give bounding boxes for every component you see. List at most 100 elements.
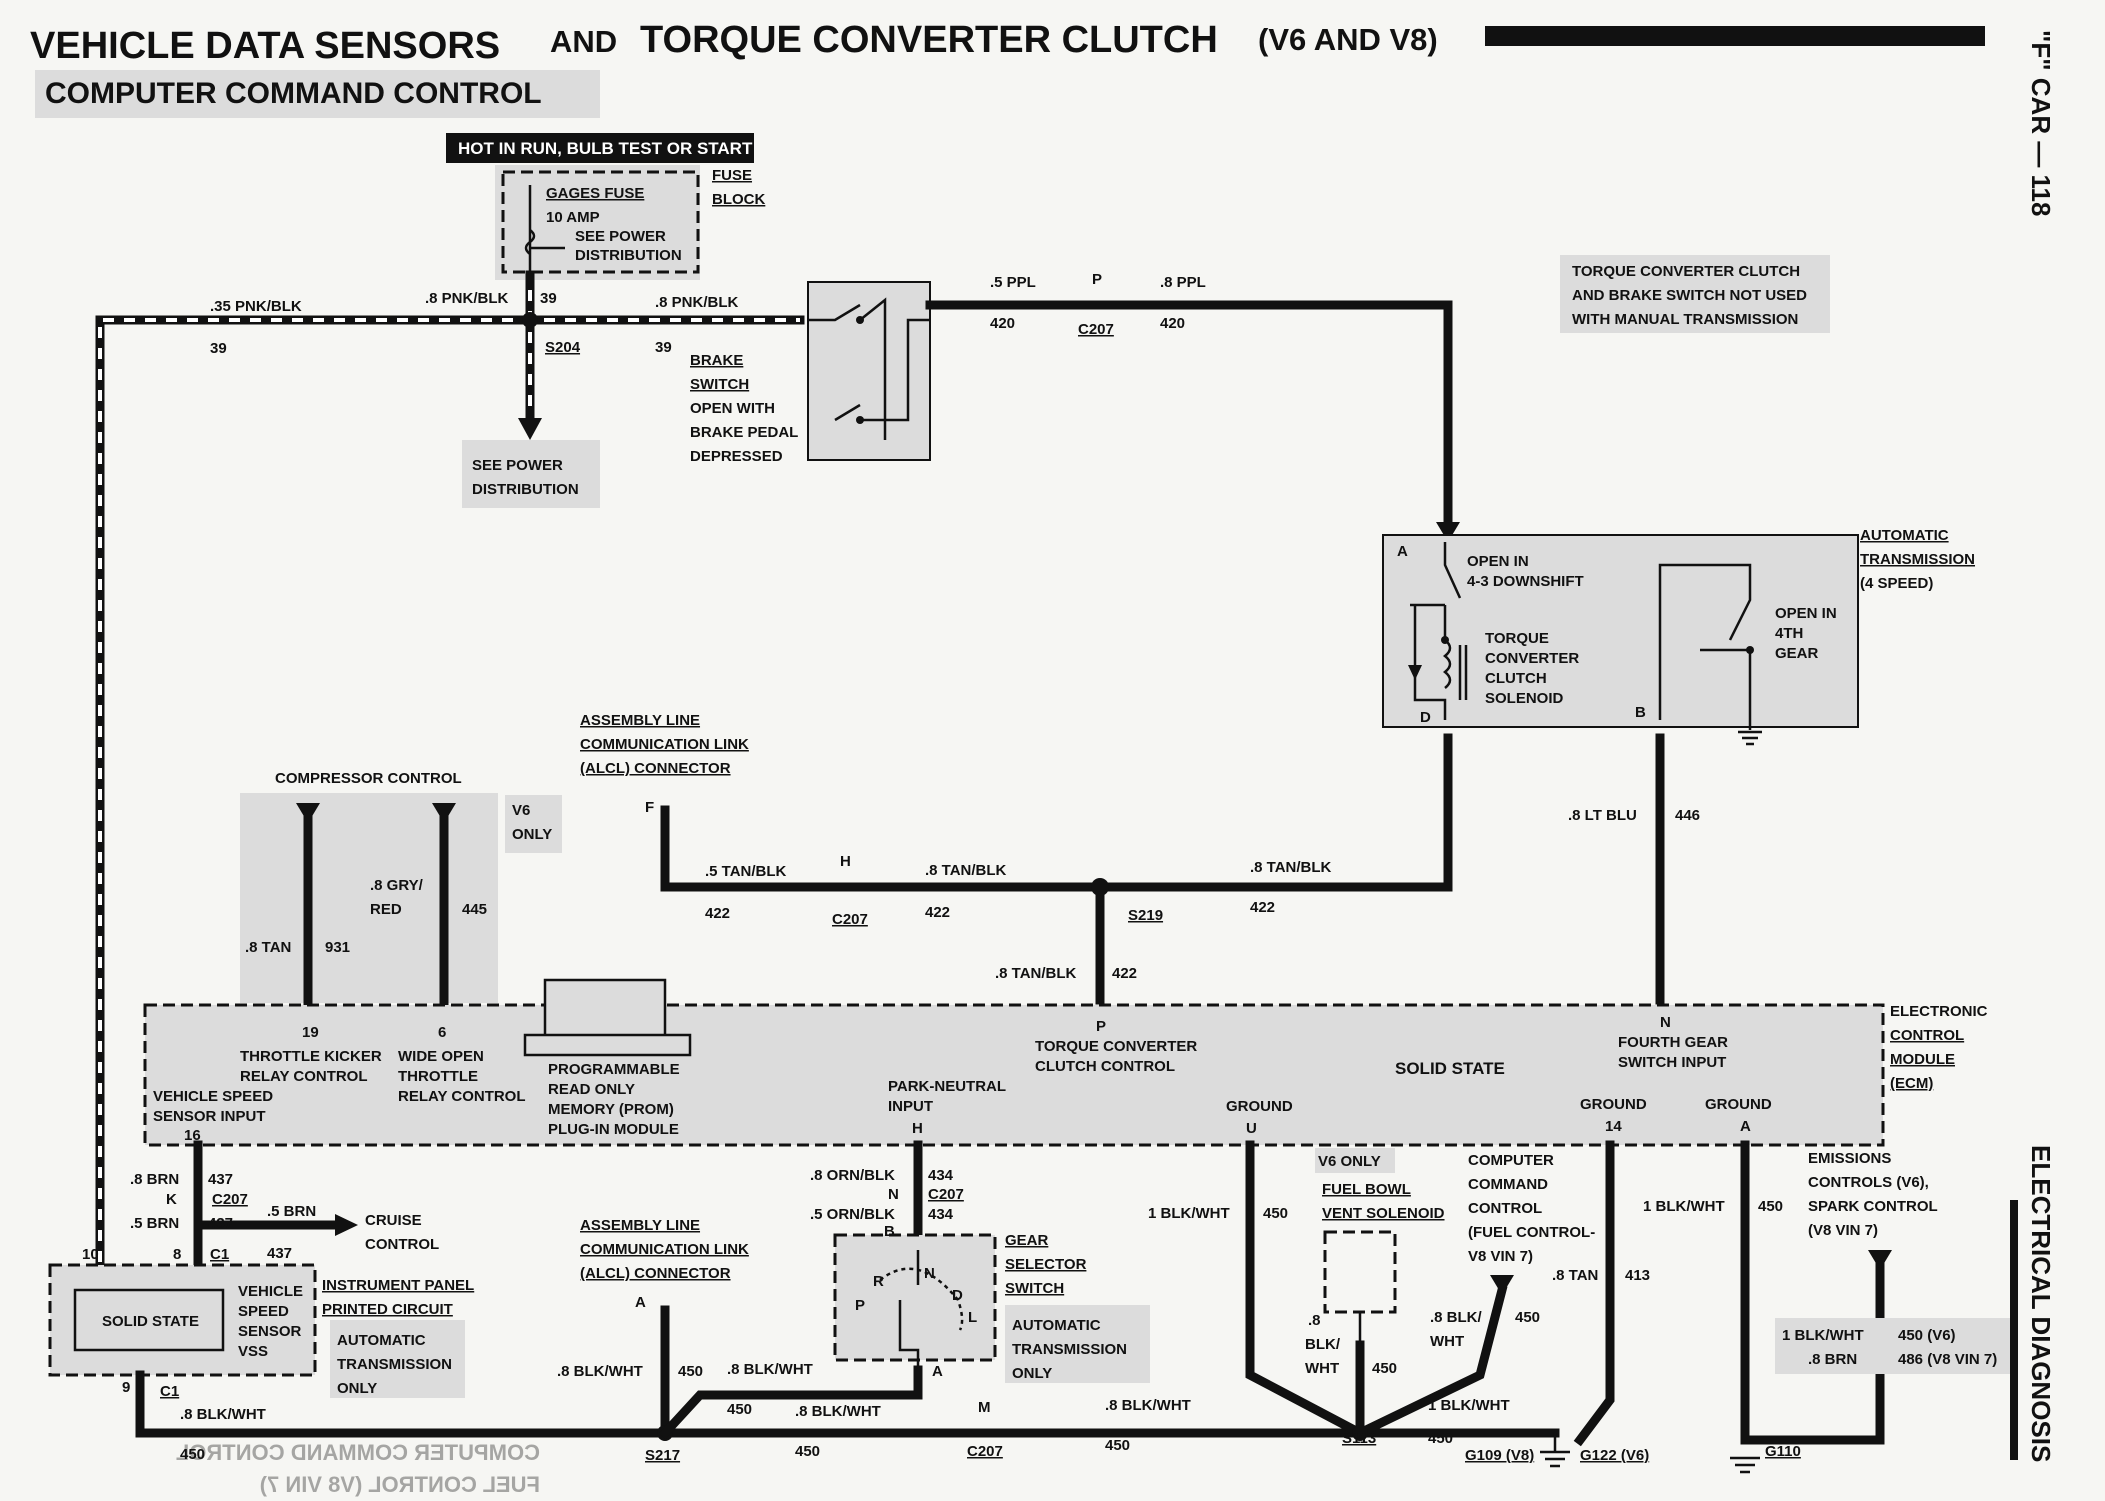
wire-label-08-ppl: .8 PPL bbox=[1160, 274, 1206, 291]
ip-c1-bottom: C1 bbox=[160, 1383, 179, 1400]
ground-g109-g122 bbox=[1540, 1450, 1570, 1468]
gear-selector-arc bbox=[879, 1267, 964, 1331]
ecm-throttle-kicker-1: THROTTLE KICKER bbox=[240, 1048, 382, 1065]
ecm-pin-6: 6 bbox=[438, 1024, 446, 1041]
ecm-pin-n: N bbox=[1660, 1014, 1671, 1031]
ccc-label-4: (FUEL CONTROL- bbox=[1468, 1224, 1595, 1241]
splice-s219-label: S219 bbox=[1128, 907, 1163, 924]
wire-450-gear bbox=[658, 1365, 923, 1440]
compressor-title: COMPRESSOR CONTROL bbox=[275, 770, 462, 787]
fuse-block-label-2: BLOCK bbox=[712, 191, 765, 208]
fourth-gear-node bbox=[1746, 646, 1754, 654]
ecm-pin-14: 14 bbox=[1605, 1118, 1622, 1135]
emissions-arrow bbox=[1868, 1250, 1892, 1270]
compressor-arrow-931 bbox=[296, 803, 320, 823]
ip-auto-3: ONLY bbox=[337, 1380, 377, 1397]
ecm-park-neutral-1: PARK-NEUTRAL bbox=[888, 1078, 1006, 1095]
connector-k: K bbox=[166, 1191, 177, 1208]
wire-table-1: 1 BLK/WHT bbox=[1782, 1327, 1864, 1344]
ecm-fourth-gear-2: SWITCH INPUT bbox=[1618, 1054, 1726, 1071]
open-4th-1: OPEN IN bbox=[1775, 605, 1837, 622]
ip-solid-state: SOLID STATE bbox=[102, 1313, 199, 1330]
open-4th-3: GEAR bbox=[1775, 645, 1819, 662]
ecm-wide-open-3: RELAY CONTROL bbox=[398, 1088, 526, 1105]
gear-pos-d: D bbox=[952, 1287, 963, 1304]
open-43-2: 4-3 DOWNSHIFT bbox=[1467, 573, 1584, 590]
gear-selector-contacts bbox=[898, 1250, 920, 1370]
alcl-bottom-3: (ALCL) CONNECTOR bbox=[580, 1265, 731, 1282]
ecm-pin-16: 16 bbox=[184, 1127, 201, 1144]
hot-banner-text: HOT IN RUN, BULB TEST OR START bbox=[458, 139, 753, 158]
splice-s204 bbox=[522, 312, 538, 328]
wire-label-05-tan: .5 TAN/BLK bbox=[705, 863, 787, 880]
ecm-fourth-gear-1: FOURTH GEAR bbox=[1618, 1034, 1728, 1051]
ecm-prom-1: PROGRAMMABLE bbox=[548, 1061, 680, 1078]
ecm-module bbox=[143, 1003, 1885, 1147]
circuit-450-j: 450 bbox=[1428, 1430, 1453, 1447]
wire-label-08-blk-1: .8 BLK/WHT bbox=[180, 1406, 266, 1423]
ip-auto-2: TRANSMISSION bbox=[337, 1356, 452, 1373]
cruise-label-1: CRUISE bbox=[365, 1212, 422, 1229]
alcl-bottom-1: ASSEMBLY LINE bbox=[580, 1217, 700, 1234]
circuit-420-a: 420 bbox=[990, 315, 1015, 332]
ground-g122-label: G122 (V6) bbox=[1580, 1447, 1649, 1464]
ecm-shade bbox=[145, 1005, 1883, 1145]
ecm-park-neutral-2: INPUT bbox=[888, 1098, 933, 1115]
emissions-label-2: CONTROLS (V6), bbox=[1808, 1174, 1929, 1191]
gear-auto-3: ONLY bbox=[1012, 1365, 1052, 1382]
bleed-through-1: COMPUTER COMMAND CONTROL bbox=[176, 1440, 540, 1465]
ccc-label-2: COMMAND bbox=[1468, 1176, 1548, 1193]
compressor-arrow-445 bbox=[432, 803, 456, 823]
prom-socket bbox=[523, 1033, 692, 1057]
ip-pin-8: 8 bbox=[173, 1246, 181, 1263]
auto-trans-label-2: TRANSMISSION bbox=[1860, 551, 1975, 568]
ecm-wide-open-2: THROTTLE bbox=[398, 1068, 478, 1085]
wire-413 bbox=[1573, 1140, 1615, 1447]
wire-label-08-pnk-1: .8 PNK/BLK bbox=[425, 290, 509, 307]
ip-solid-state-box bbox=[73, 1288, 225, 1352]
wire-39-top bbox=[95, 315, 805, 1267]
gear-pin-a: A bbox=[932, 1363, 943, 1380]
title-left: VEHICLE DATA SENSORS bbox=[30, 25, 500, 67]
ccc-label-1: COMPUTER bbox=[1468, 1152, 1554, 1169]
circuit-413: 413 bbox=[1625, 1267, 1650, 1284]
ecm-pin-h: H bbox=[912, 1120, 923, 1137]
ecm-label-3: MODULE bbox=[1890, 1051, 1955, 1068]
wire-label-05-orn: .5 ORN/BLK bbox=[810, 1206, 895, 1223]
fuse-see1: SEE POWER bbox=[575, 228, 666, 245]
gear-pos-l: L bbox=[968, 1309, 977, 1326]
circuit-450-b: 450 bbox=[1758, 1198, 1783, 1215]
ecm-tcc-2: CLUTCH CONTROL bbox=[1035, 1058, 1175, 1075]
v6-only-2: ONLY bbox=[512, 826, 552, 843]
wire-label-08-brn: .8 BRN bbox=[130, 1171, 179, 1188]
connector-c207-a: C207 bbox=[1078, 321, 1114, 338]
gear-selector-label-1: GEAR bbox=[1005, 1232, 1049, 1249]
connector-c207-e: C207 bbox=[967, 1443, 1003, 1460]
alcl-top-2: COMMUNICATION LINK bbox=[580, 736, 749, 753]
ecm-label-1: ELECTRONIC bbox=[1890, 1003, 1988, 1020]
splice-s204-label: S204 bbox=[545, 339, 581, 356]
circuit-39-a: 39 bbox=[210, 340, 227, 357]
title-engines: (V6 AND V8) bbox=[1258, 22, 1438, 57]
brake-switch-label-3: OPEN WITH bbox=[690, 400, 775, 417]
wire-table-box bbox=[1775, 1318, 2010, 1374]
v6-only-1: V6 bbox=[512, 802, 530, 819]
splice-s113 bbox=[1352, 1425, 1368, 1441]
ecm-throttle-kicker-2: RELAY CONTROL bbox=[240, 1068, 368, 1085]
brake-switch-label-4: BRAKE PEDAL bbox=[690, 424, 798, 441]
ip-vss-2: SPEED bbox=[238, 1303, 289, 1320]
wire-label-08-blk-6a: .8 bbox=[1308, 1312, 1321, 1329]
ccc-arrow bbox=[1490, 1275, 1514, 1295]
wire-label-08-tan-413: .8 TAN bbox=[1552, 1267, 1598, 1284]
side-label-car: "F" CAR — 118 bbox=[2026, 30, 2056, 216]
connector-c207-b: C207 bbox=[832, 911, 868, 928]
wire-label-08-orn: .8 ORN/BLK bbox=[810, 1167, 895, 1184]
fuel-bowl-label-2: VENT SOLENOID bbox=[1322, 1205, 1445, 1222]
gear-pos-p: P bbox=[855, 1297, 865, 1314]
wire-label-08-blk-7a: .8 BLK/ bbox=[1430, 1309, 1483, 1326]
fuse-rating: 10 AMP bbox=[546, 209, 600, 226]
see-power-2: DISTRIBUTION bbox=[472, 481, 579, 498]
side-label-diagnosis: ELECTRICAL DIAGNOSIS bbox=[2026, 1145, 2056, 1462]
wire-table-3: .8 BRN bbox=[1808, 1351, 1857, 1368]
